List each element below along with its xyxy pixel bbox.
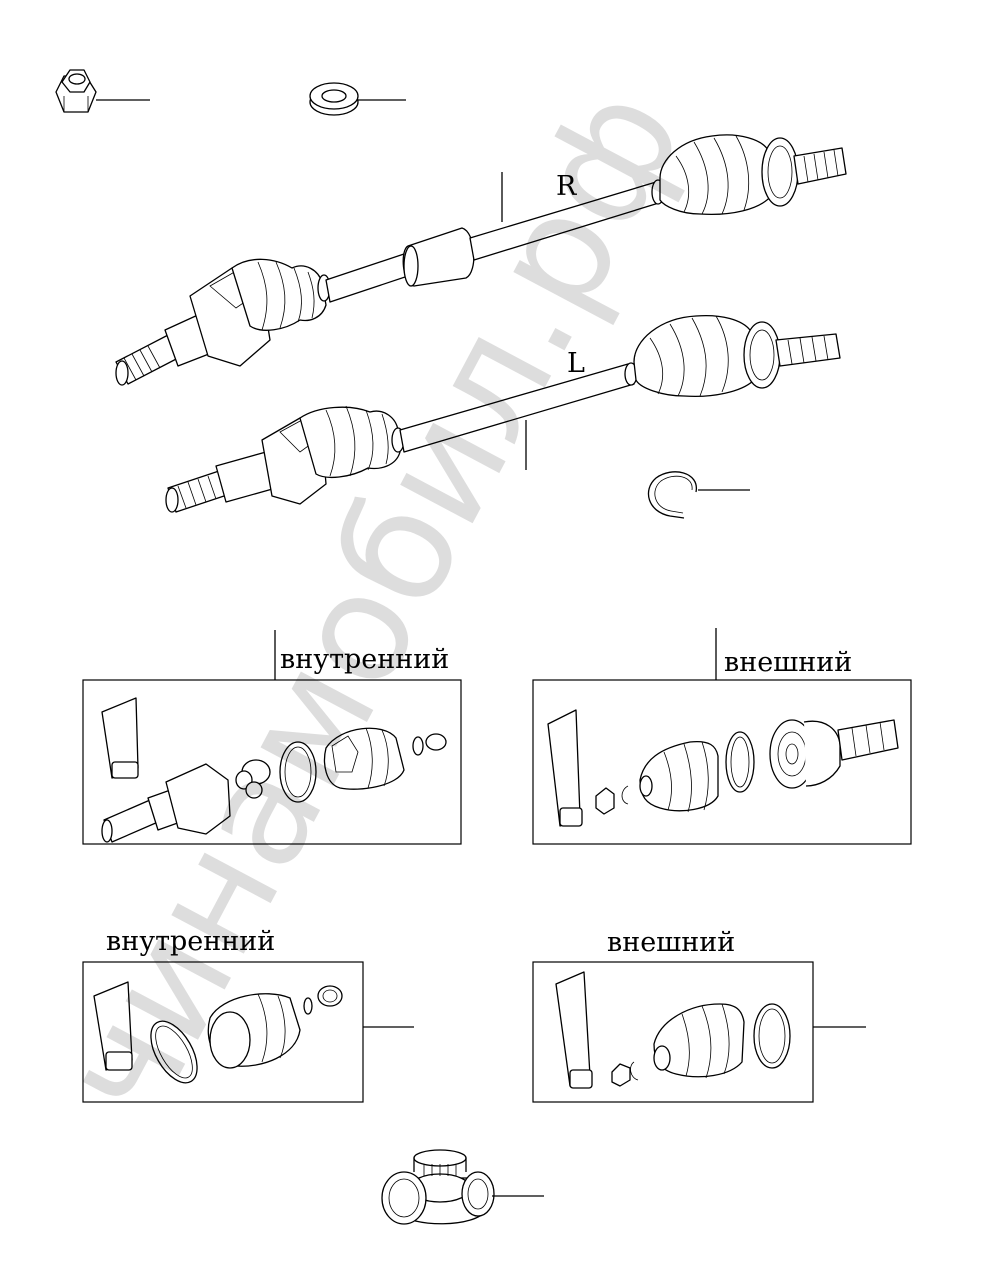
hex-nut-part	[55, 69, 97, 113]
kit2-boot	[639, 740, 719, 813]
kit2-outer-joint	[769, 719, 899, 789]
left-drive-shaft	[165, 314, 841, 513]
kit4-box	[532, 961, 814, 1103]
kit2-clamp-large	[725, 731, 755, 793]
kit1-clamp-large	[279, 741, 317, 803]
kit1-tripod	[235, 759, 271, 799]
kit2-lock-nut	[595, 787, 615, 815]
kit3-boot	[207, 993, 301, 1069]
right-drive-shaft	[115, 134, 847, 386]
kit1-clamp-small	[412, 733, 447, 756]
kit4-title: внешний	[607, 927, 735, 958]
kit4-lock-nut	[611, 1061, 639, 1087]
kit2-snap-ring	[621, 785, 629, 805]
kit1-box	[82, 679, 462, 845]
tripod-bearing-part	[381, 1149, 495, 1225]
washer-part	[309, 82, 359, 116]
kit1-inner-joint	[101, 763, 231, 843]
kit4-boot	[653, 1003, 745, 1079]
kit3-box	[82, 961, 364, 1103]
kit3-title: внутренний	[106, 926, 275, 957]
watermark-text: чинамобил.рф	[28, 60, 716, 1147]
circlip-part	[647, 471, 697, 519]
kit2-title: внешний	[724, 647, 852, 678]
kit3-grease-tube	[93, 981, 133, 1071]
kit1-title: внутренний	[280, 644, 449, 675]
kit2-grease-tube	[547, 709, 583, 827]
kit1-boot	[323, 727, 405, 790]
left-shaft-label: L	[567, 348, 585, 379]
kit1-grease-tube	[101, 697, 139, 779]
kit4-clamp-large	[753, 1003, 791, 1069]
kit3-clamp-small	[303, 985, 343, 1015]
kit4-grease-tube	[555, 971, 593, 1089]
right-shaft-label: R	[556, 171, 577, 202]
kit2-box	[532, 679, 912, 845]
kit3-clamp-large	[150, 1020, 198, 1084]
